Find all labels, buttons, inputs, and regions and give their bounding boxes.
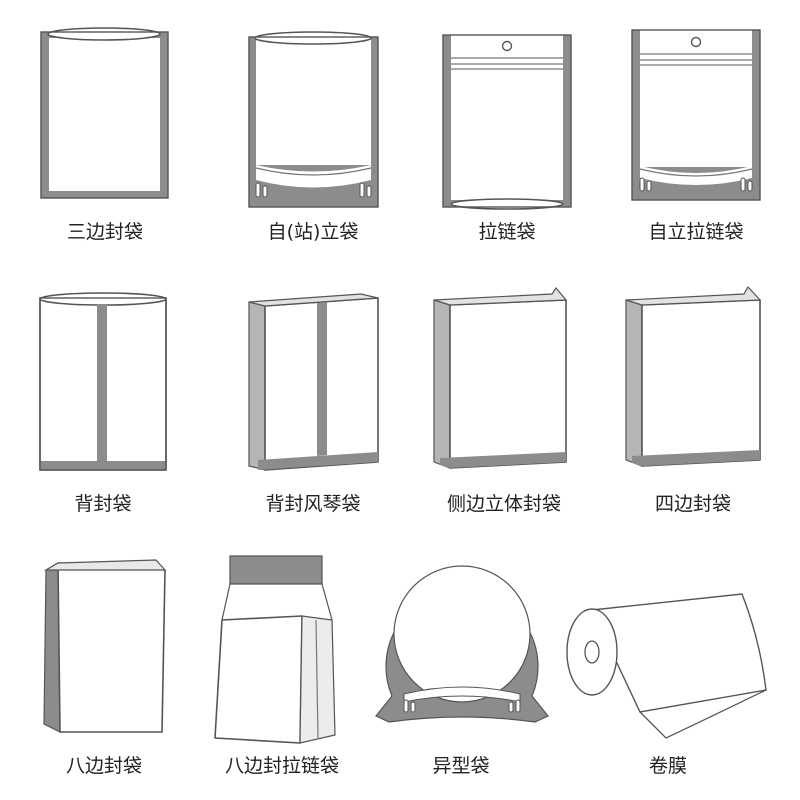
- label-four-side-seal-bag: 四边封袋: [654, 493, 731, 515]
- label-three-side-seal-bag: 三边封袋: [66, 221, 143, 243]
- label-back-seal-bag: 背封袋: [74, 493, 132, 515]
- stand-up-zipper-bag-illustration: [631, 29, 761, 201]
- label-side-gusset-bag: 侧边立体封袋: [446, 493, 561, 515]
- roll-film-illustration: [566, 593, 767, 739]
- label-stand-up-pouch: 自(站)立袋: [267, 221, 359, 243]
- label-eight-side-seal-zipper-bag: 八边封拉链袋: [224, 755, 339, 777]
- four-side-seal-bag-illustration: [625, 285, 762, 467]
- label-zipper-bag: 拉链袋: [478, 221, 536, 243]
- label-stand-up-zipper-bag: 自立拉链袋: [648, 221, 744, 243]
- three-side-seal-bag-illustration: [40, 27, 169, 199]
- label-shaped-bag: 异型袋: [432, 755, 490, 777]
- stand-up-pouch-illustration: [248, 31, 379, 208]
- label-back-seal-gusset-bag: 背封风琴袋: [265, 493, 361, 515]
- shaped-bag-illustration: [375, 565, 549, 723]
- back-seal-gusset-bag-illustration: [248, 293, 379, 471]
- eight-side-seal-zipper-bag-illustration: [214, 555, 336, 744]
- eight-side-seal-bag-illustration: [43, 559, 167, 733]
- back-seal-bag-illustration: [39, 292, 167, 471]
- side-gusset-bag-illustration: [433, 286, 568, 469]
- label-eight-side-seal-bag: 八边封袋: [65, 755, 142, 777]
- zipper-bag-illustration: [442, 34, 572, 210]
- label-roll-film: 卷膜: [648, 755, 687, 777]
